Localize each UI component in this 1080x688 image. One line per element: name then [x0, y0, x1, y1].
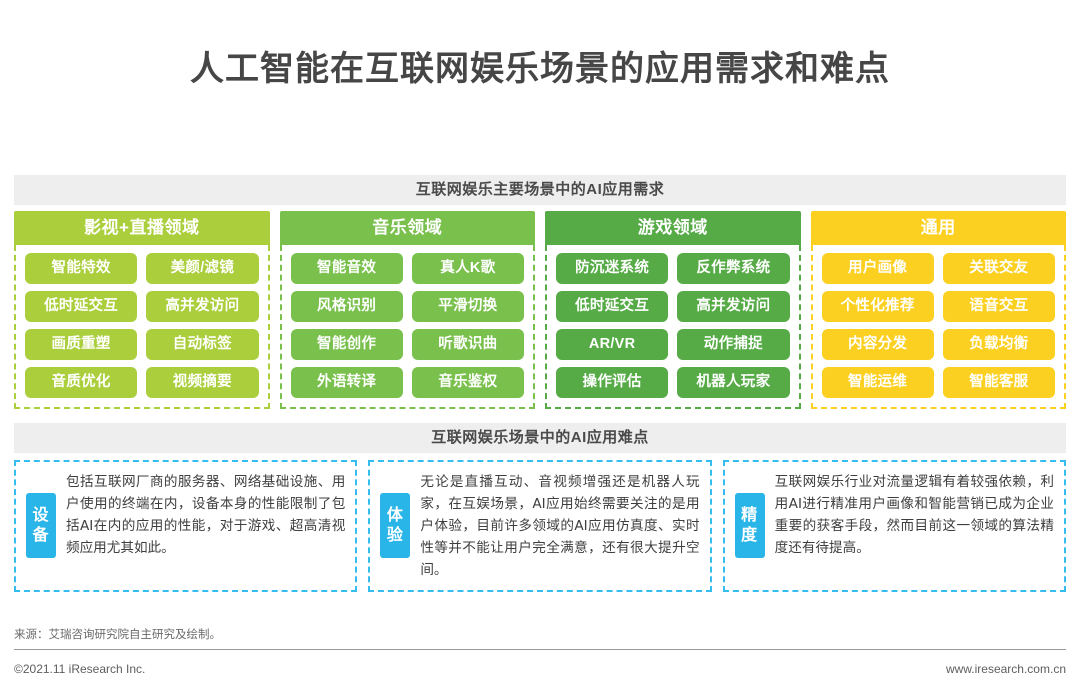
demand-pill[interactable]: 用户画像 — [821, 252, 934, 284]
demand-pill[interactable]: 美颜/滤镜 — [146, 252, 259, 284]
difficulty-box-precision: 精 度 互联网娱乐行业对流量逻辑有着较强依赖，利用AI进行精准用户画像和智能营销… — [722, 459, 1066, 592]
demand-column-film-live: 影视+直播领域 智能特效 美颜/滤镜 低时延交互 高并发访问 画质重塑 自动标签… — [14, 210, 270, 409]
demand-pill[interactable]: AR/VR — [556, 328, 669, 360]
demand-pill[interactable]: 高并发访问 — [677, 290, 790, 322]
demand-pill[interactable]: 语音交互 — [942, 290, 1055, 322]
copyright-text: ©2021.11 iResearch Inc. — [14, 661, 146, 676]
difficulty-tag-char: 设 — [32, 507, 50, 525]
demand-pill[interactable]: 低时延交互 — [25, 290, 138, 322]
difficulty-text-precision: 互联网娱乐行业对流量逻辑有着较强依赖，利用AI进行精准用户画像和智能营销已成为企… — [774, 473, 1054, 556]
column-body-music: 智能音效 真人K歌 风格识别 平滑切换 智能创作 听歌识曲 外语转译 音乐鉴权 — [279, 244, 535, 409]
difficulty-tag-char: 备 — [32, 526, 50, 544]
demand-pill[interactable]: 智能运维 — [821, 366, 934, 398]
difficulty-box-device: 设 备 包括互联网厂商的服务器、网络基础设施、用户使用的终端在内，设备本身的性能… — [14, 459, 358, 592]
pill-row: 画质重塑 自动标签 — [25, 328, 259, 360]
website-link[interactable]: www.iresearch.com.cn — [945, 661, 1066, 676]
column-header-film-live: 影视+直播领域 — [14, 210, 270, 245]
demand-column-general: 通用 用户画像 关联交友 个性化推荐 语音交互 内容分发 负载均衡 智能运维 智… — [810, 210, 1066, 409]
page-title: 人工智能在互联网娱乐场景的应用需求和难点 — [190, 49, 890, 88]
demand-pill[interactable]: 智能音效 — [290, 252, 403, 284]
demand-pill[interactable]: 关联交友 — [942, 252, 1055, 284]
pill-row: 智能运维 智能客服 — [821, 366, 1055, 398]
demand-pill[interactable]: 真人K歌 — [411, 252, 524, 284]
difficulty-tag-device: 设 备 — [26, 493, 56, 559]
difficulty-box-experience: 体 验 无论是直播互动、音视频增强还是机器人玩家，在互娱场景，AI应用始终需要关… — [368, 459, 712, 592]
pill-row: 内容分发 负载均衡 — [821, 328, 1055, 360]
difficulty-tag-experience: 体 验 — [380, 493, 411, 559]
demand-pill[interactable]: 操作评估 — [556, 366, 669, 398]
demand-section-header: 互联网娱乐主要场景中的AI应用需求 — [14, 174, 1066, 205]
demand-column-games: 游戏领域 防沉迷系统 反作弊系统 低时延交互 高并发访问 AR/VR 动作捕捉 … — [545, 210, 801, 409]
demand-pill[interactable]: 视频摘要 — [146, 366, 259, 398]
column-header-general: 通用 — [810, 210, 1066, 245]
pill-row: 低时延交互 高并发访问 — [25, 290, 259, 322]
demand-pill[interactable]: 智能特效 — [25, 252, 138, 284]
pill-row: 防沉迷系统 反作弊系统 — [556, 252, 790, 284]
demand-pill[interactable]: 音质优化 — [25, 366, 138, 398]
pill-row: 外语转译 音乐鉴权 — [290, 366, 524, 398]
demand-pill[interactable]: 智能创作 — [290, 328, 403, 360]
demand-pill[interactable]: 低时延交互 — [556, 290, 669, 322]
footer: ©2021.11 iResearch Inc. www.iresearch.co… — [14, 662, 1066, 676]
source-note: 来源：艾瑞咨询研究院自主研究及绘制。 — [14, 628, 221, 641]
demand-pill[interactable]: 内容分发 — [821, 328, 934, 360]
footer-divider — [14, 648, 1066, 650]
demand-pill[interactable]: 反作弊系统 — [677, 252, 790, 284]
demand-pill[interactable]: 自动标签 — [146, 328, 259, 360]
difficulty-boxes: 设 备 包括互联网厂商的服务器、网络基础设施、用户使用的终端在内，设备本身的性能… — [14, 459, 1066, 592]
demand-pill[interactable]: 动作捕捉 — [677, 328, 790, 360]
pill-row: 智能音效 真人K歌 — [290, 252, 524, 284]
infographic-content: 互联网娱乐主要场景中的AI应用需求 影视+直播领域 智能特效 美颜/滤镜 低时延… — [14, 174, 1066, 592]
pill-row: 风格识别 平滑切换 — [290, 290, 524, 322]
pill-row: 操作评估 机器人玩家 — [556, 366, 790, 398]
demand-pill[interactable]: 外语转译 — [290, 366, 403, 398]
difficulty-text-experience: 无论是直播互动、音视频增强还是机器人玩家，在互娱场景，AI应用始终需要关注的是用… — [420, 473, 700, 578]
column-body-games: 防沉迷系统 反作弊系统 低时延交互 高并发访问 AR/VR 动作捕捉 操作评估 … — [545, 244, 801, 409]
difficulty-section-header: 互联网娱乐场景中的AI应用难点 — [14, 422, 1066, 453]
demand-pill[interactable]: 听歌识曲 — [411, 328, 524, 360]
pill-row: AR/VR 动作捕捉 — [556, 328, 790, 360]
demand-pill[interactable]: 音乐鉴权 — [411, 366, 524, 398]
difficulty-tag-char: 度 — [741, 526, 759, 544]
column-body-film-live: 智能特效 美颜/滤镜 低时延交互 高并发访问 画质重塑 自动标签 音质优化 视频… — [14, 244, 270, 409]
demand-pill[interactable]: 高并发访问 — [146, 290, 259, 322]
pill-row: 智能创作 听歌识曲 — [290, 328, 524, 360]
difficulty-tag-char: 精 — [741, 507, 759, 525]
pill-row: 个性化推荐 语音交互 — [821, 290, 1055, 322]
difficulty-tag-char: 验 — [386, 526, 404, 544]
demand-pill[interactable]: 智能客服 — [942, 366, 1055, 398]
demand-column-music: 音乐领域 智能音效 真人K歌 风格识别 平滑切换 智能创作 听歌识曲 外语转译 … — [279, 210, 535, 409]
column-header-games: 游戏领域 — [545, 210, 801, 245]
pill-row: 音质优化 视频摘要 — [25, 366, 259, 398]
demand-pill[interactable]: 画质重塑 — [25, 328, 138, 360]
demand-pill[interactable]: 平滑切换 — [411, 290, 524, 322]
demand-columns: 影视+直播领域 智能特效 美颜/滤镜 低时延交互 高并发访问 画质重塑 自动标签… — [14, 210, 1066, 409]
demand-pill[interactable]: 风格识别 — [290, 290, 403, 322]
demand-pill[interactable]: 个性化推荐 — [821, 290, 934, 322]
difficulty-text-device: 包括互联网厂商的服务器、网络基础设施、用户使用的终端在内，设备本身的性能限制了包… — [66, 473, 346, 556]
pill-row: 用户画像 关联交友 — [821, 252, 1055, 284]
column-body-general: 用户画像 关联交友 个性化推荐 语音交互 内容分发 负载均衡 智能运维 智能客服 — [810, 244, 1066, 409]
pill-row: 低时延交互 高并发访问 — [556, 290, 790, 322]
difficulty-tag-precision: 精 度 — [734, 493, 765, 559]
demand-pill[interactable]: 防沉迷系统 — [556, 252, 669, 284]
demand-pill[interactable]: 机器人玩家 — [677, 366, 790, 398]
pill-row: 智能特效 美颜/滤镜 — [25, 252, 259, 284]
column-header-music: 音乐领域 — [279, 210, 535, 245]
demand-pill[interactable]: 负载均衡 — [942, 328, 1055, 360]
difficulty-tag-char: 体 — [386, 507, 404, 525]
